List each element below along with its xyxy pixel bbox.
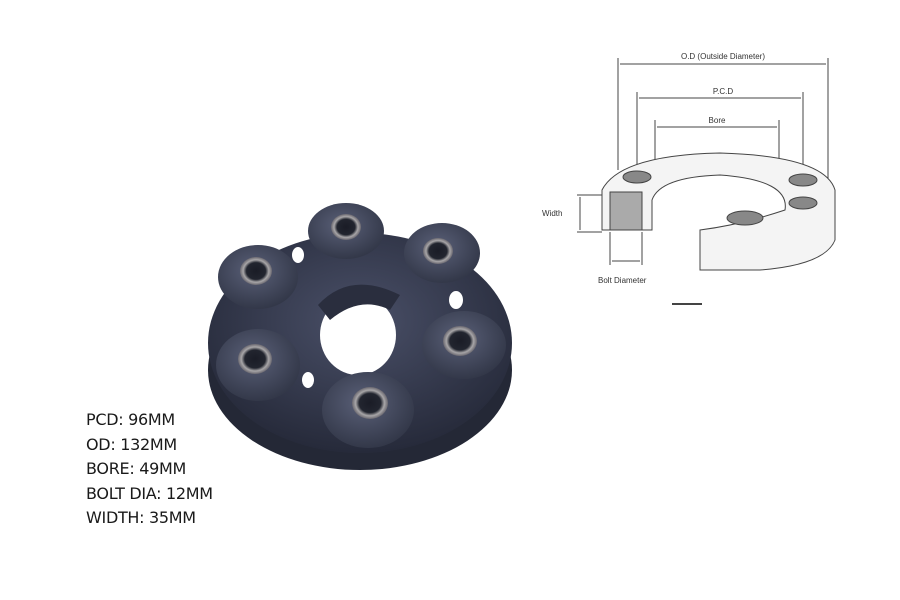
- spec-bore: BORE: 49MM: [86, 459, 186, 478]
- width-label: Width: [542, 209, 562, 218]
- bolt-pad: [308, 203, 384, 259]
- od-label: O.D (Outside Diameter): [681, 52, 765, 61]
- product-photo: [200, 195, 520, 485]
- bolt-pad: [322, 372, 414, 448]
- pcd-label: P.C.D: [713, 87, 734, 96]
- bolt-pad: [218, 245, 298, 309]
- dimension-diagram: O.D (Outside Diameter) P.C.D Bore Width …: [540, 40, 840, 310]
- bolt-pad: [216, 329, 300, 401]
- spec-pcd: PCD: 96MM: [86, 410, 175, 429]
- spec-list: PCD: 96MM OD: 132MM BORE: 49MM BOLT DIA:…: [86, 408, 213, 531]
- flex-disc-image: [208, 203, 512, 470]
- spec-od: OD: 132MM: [86, 434, 177, 454]
- spec-width: WIDTH: 35MM: [86, 508, 196, 527]
- bore-label: Bore: [709, 116, 726, 125]
- bolt-pad: [422, 311, 506, 379]
- bolt-diameter-label: Bolt Diameter: [598, 276, 647, 285]
- bolt-pad: [404, 223, 480, 283]
- spec-bolt-dia: BOLT DIA: 12MM: [86, 483, 213, 503]
